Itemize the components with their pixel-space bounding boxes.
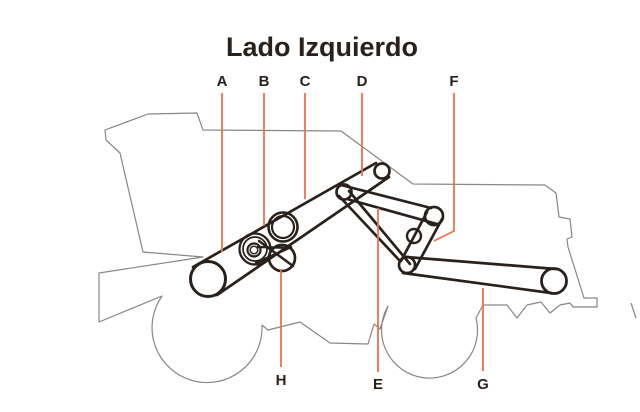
stacked-pulley-hub-inner <box>249 245 259 255</box>
stacked-pulley-outer-ring <box>238 232 272 266</box>
top-small-pulley <box>373 162 391 180</box>
combine-harvester-outline <box>98 112 637 384</box>
machine-body-path <box>98 112 598 384</box>
tensioner-idler-pulley <box>405 227 423 245</box>
triangle-belt-left-run-inner <box>347 189 412 266</box>
callout-letter-C: C <box>300 73 311 90</box>
callout-letter-D: D <box>357 73 368 90</box>
leader-line-F <box>433 93 455 242</box>
belt-pulley-system <box>189 161 568 298</box>
ringed-pulley-outer <box>267 211 299 243</box>
front-drum-pulley <box>189 260 227 298</box>
callout-letter-E: E <box>373 376 383 393</box>
lower-cluster-pulley <box>267 243 297 273</box>
bottom-belt-lower-run <box>401 271 553 295</box>
callout-leader-lines <box>221 93 484 372</box>
triangle-belt-right-run-outer <box>413 217 444 271</box>
callout-letter-A: A <box>217 73 228 90</box>
right-edge-outline-fragment <box>630 302 637 319</box>
mid-small-pulley <box>335 183 353 201</box>
callout-letters: A B C D F H E G <box>217 73 489 393</box>
triangle-belt-left-run-outer <box>337 194 402 263</box>
callout-letter-H: H <box>276 372 287 389</box>
rear-drum-pulley <box>540 267 568 295</box>
cluster-cross-belt-2 <box>257 239 295 268</box>
callout-letter-G: G <box>477 376 489 393</box>
ringed-pulley-inner <box>270 214 296 240</box>
main-belt-lower-run <box>215 175 391 297</box>
stacked-pulley-middle-ring <box>242 236 268 262</box>
right-lower-pulley <box>397 255 417 275</box>
callout-letter-B: B <box>259 73 270 90</box>
callout-letter-F: F <box>449 73 458 90</box>
upper-right-belt-top-run <box>339 183 433 210</box>
triangle-belt-right-run-inner <box>399 210 429 263</box>
bottom-belt-upper-run <box>404 255 558 271</box>
cluster-cross-belt-1 <box>254 245 293 265</box>
right-upper-pulley <box>423 205 445 227</box>
diagram-title: Lado Izquierdo <box>226 32 418 62</box>
stacked-pulley-hub-outer <box>246 242 262 258</box>
